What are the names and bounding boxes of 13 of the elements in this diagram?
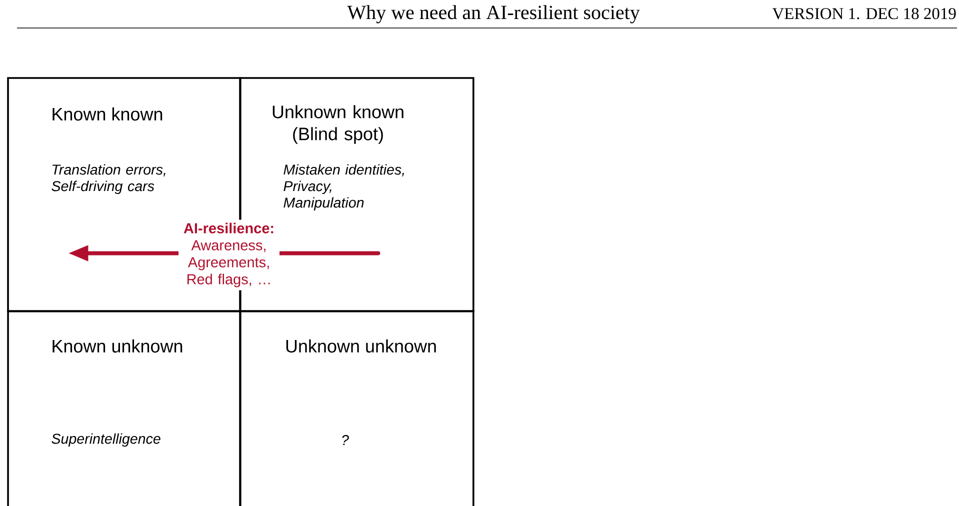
quadrant-heading: Unknown unknown bbox=[286, 339, 436, 353]
edge-label: AI-resilience: Awareness, Agreements, Red flags, … bbox=[178, 220, 280, 290]
header-title: Why we need an AI-resilient society bbox=[347, 5, 640, 24]
example-list: Mistaken identities, Privacy, Manipulation bbox=[284, 164, 404, 211]
quadrant-cell bbox=[7, 310, 242, 506]
example-list: Translation errors, Self-driving cars bbox=[52, 164, 166, 194]
version-text: VERSION 1. DEC 18 2019 bbox=[772, 8, 956, 20]
quadrant-heading: Unknown known (Blind spot) bbox=[272, 105, 404, 144]
quadrant-cell bbox=[239, 310, 474, 506]
quadrant-heading: Known known bbox=[52, 107, 162, 121]
example-list: Superintelligence bbox=[52, 433, 160, 447]
example-list: ? bbox=[342, 435, 349, 445]
quadrant-heading: Known unknown bbox=[52, 339, 182, 353]
